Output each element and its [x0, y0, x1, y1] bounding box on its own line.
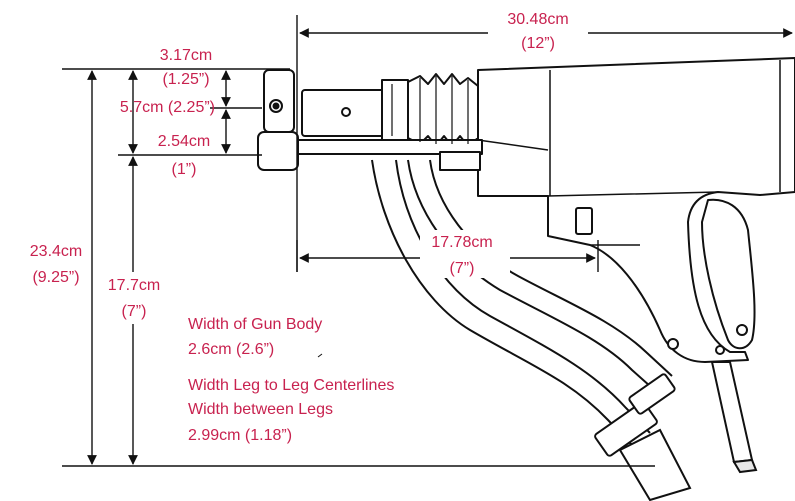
- plunger-assembly: [257, 69, 483, 171]
- stray-tick: [317, 353, 323, 358]
- bellows-detail: [391, 76, 469, 144]
- rod-spacing-label: 5.7cm (2.25”): [120, 99, 215, 116]
- body-length-imperial: (7”): [450, 260, 475, 277]
- plunger-collar: [381, 79, 409, 141]
- overall-length-metric: 30.48cm: [507, 11, 568, 28]
- leg-clamps: [594, 373, 692, 501]
- top-offset-imperial: (1.25”): [162, 71, 209, 88]
- screw-icon: [736, 324, 748, 336]
- leg-height-metric: 17.7cm: [108, 277, 160, 294]
- leg-centerline-title: Width Leg to Leg Centerlines: [188, 377, 394, 394]
- leg-height-imperial: (7”): [122, 303, 147, 320]
- bellows-boot: [407, 73, 479, 147]
- handle-grip: [701, 198, 756, 350]
- trigger-button: [575, 207, 593, 235]
- gun-body-width-title: Width of Gun Body: [188, 316, 322, 333]
- gun-body-width-value: 2.6cm (2.6”): [188, 341, 274, 358]
- top-offset-metric: 3.17cm: [160, 47, 212, 64]
- total-height-metric: 23.4cm: [30, 243, 82, 260]
- power-cable: [710, 361, 758, 474]
- plunger-hole: [341, 107, 351, 117]
- between-legs-value: 2.99cm (1.18”): [188, 427, 292, 444]
- gun-outline: [477, 57, 795, 363]
- lower-bracket: [257, 131, 299, 171]
- lower-offset-metric: 2.54cm: [158, 133, 210, 150]
- body-length-metric: 17.78cm: [431, 234, 492, 251]
- lower-offset-imperial: (1”): [172, 161, 197, 178]
- gun-body: [477, 57, 795, 363]
- overall-length-imperial: (12”): [521, 35, 555, 52]
- between-legs-title: Width between Legs: [188, 401, 333, 418]
- screw-icon: [667, 338, 679, 350]
- gun-legs: [371, 159, 673, 446]
- lower-rod-block: [439, 151, 481, 171]
- bracket-bolt-inner: [272, 102, 280, 110]
- screw-icon: [715, 345, 725, 355]
- body-panel-lines: [477, 60, 781, 246]
- total-height-imperial: (9.25”): [32, 269, 79, 286]
